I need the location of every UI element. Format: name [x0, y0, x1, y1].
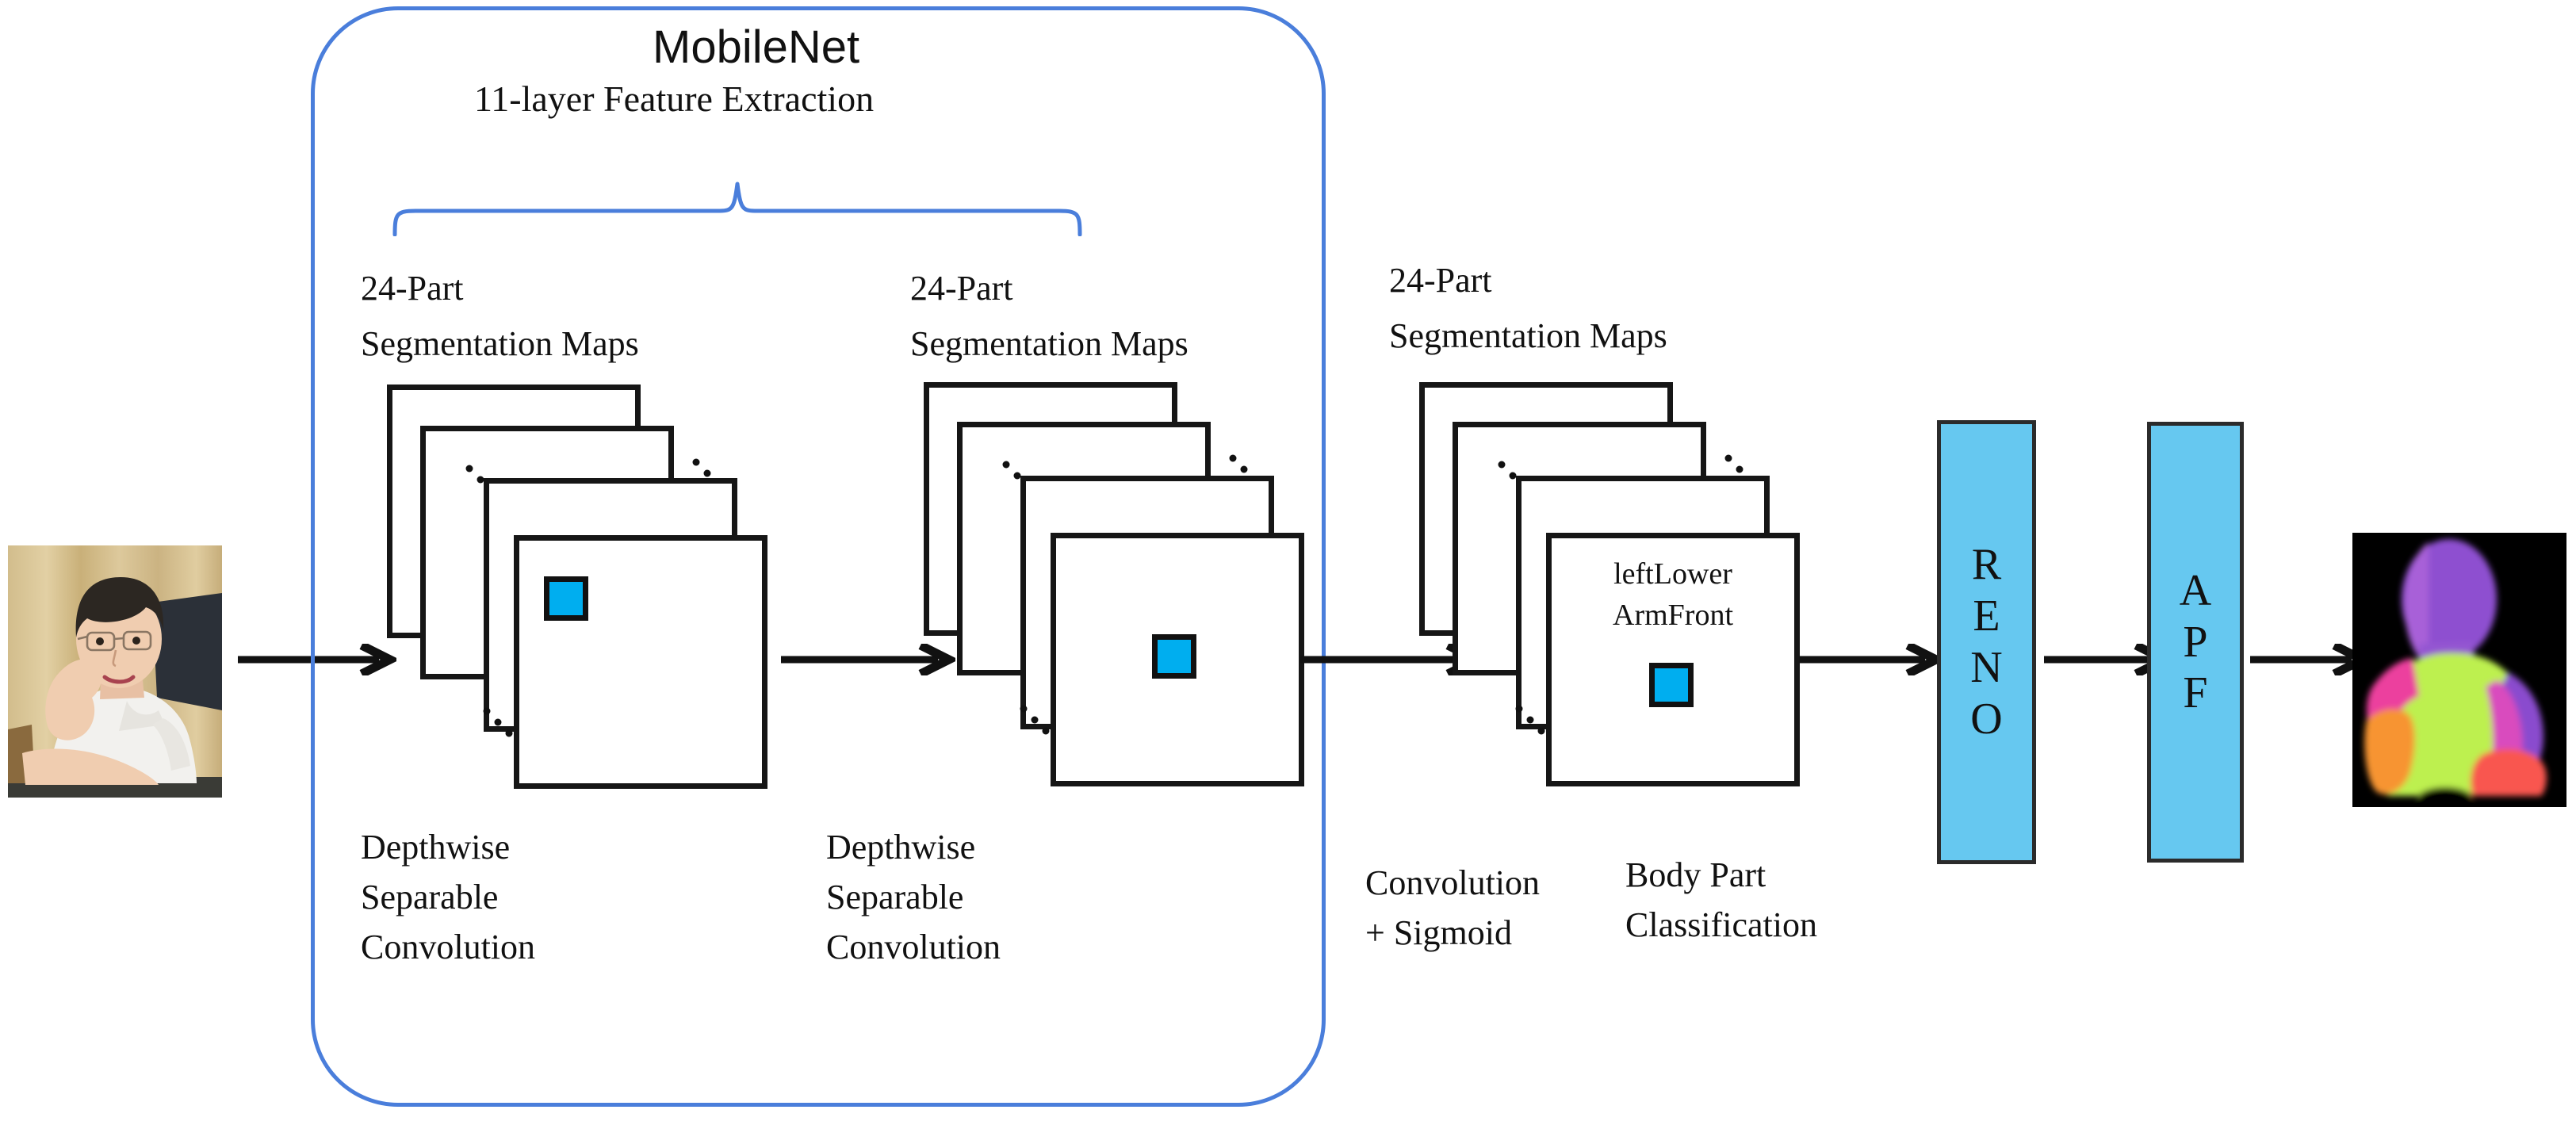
stage3-card-front: [1546, 533, 1800, 786]
stage1-map-stack: [387, 385, 767, 805]
mobilenet-container: [311, 6, 1326, 1107]
reno-letter-2: E: [1973, 591, 2000, 641]
input-photo: [8, 545, 222, 798]
stage3-caption-left-line2: + Sigmoid: [1365, 913, 1512, 952]
stage2-caption-line2: Separable: [826, 878, 964, 916]
stage3-caption-right-line1: Body Part: [1625, 855, 1766, 894]
arrow-photo-to-stage1: [238, 641, 400, 678]
mobilenet-subtitle: 11-layer Feature Extraction: [474, 78, 875, 119]
stage1-caption-line1: Depthwise: [361, 828, 511, 867]
stage1-header-line1: 24-Part: [361, 269, 464, 308]
output-segmentation-image: [2352, 533, 2566, 807]
arrow-stage1-to-stage2: [781, 641, 959, 678]
stage3-header-line2: Segmentation Maps: [1389, 316, 1667, 355]
stage1-header-line2: Segmentation Maps: [361, 324, 639, 363]
stage3-map-stack: leftLower ArmFront: [1419, 342, 1816, 786]
stage1-card-front: [514, 535, 767, 789]
stage3-caption-right-line2: Classification: [1625, 905, 1817, 944]
stage2-caption-line3: Convolution: [826, 928, 1001, 966]
reno-letter-1: R: [1971, 540, 2002, 590]
stage1-caption-line3: Convolution: [361, 928, 536, 966]
stage2-activation-marker: [1152, 634, 1196, 679]
curly-brace-icon: [381, 181, 1094, 237]
arrow-apf-to-output: [2250, 641, 2373, 678]
mobilenet-title: MobileNet: [653, 21, 860, 73]
reno-block[interactable]: R E N O: [1937, 420, 2036, 864]
stage2-header-line1: 24-Part: [910, 269, 1013, 308]
stage3-header-line1: 24-Part: [1389, 261, 1492, 300]
apf-letter-3: F: [2183, 668, 2208, 718]
arrow-stage3-to-reno: [1800, 641, 1946, 678]
stage3-activation-marker: [1649, 663, 1694, 707]
stage2-header-line2: Segmentation Maps: [910, 324, 1188, 363]
stage2-map-stack: [924, 342, 1304, 786]
stage1-caption-line2: Separable: [361, 878, 499, 916]
stage3-card-label-line1: leftLower: [1613, 557, 1732, 591]
stage1-activation-marker: [544, 576, 588, 621]
reno-letter-3: N: [1970, 643, 2003, 692]
apf-block[interactable]: A P F: [2147, 422, 2244, 863]
stage3-card-label-line2: ArmFront: [1613, 599, 1733, 632]
stage2-caption-line1: Depthwise: [826, 828, 976, 867]
apf-letter-2: P: [2183, 617, 2208, 667]
stage3-caption-left-line1: Convolution: [1365, 863, 1541, 902]
apf-letter-1: A: [2179, 565, 2212, 615]
reno-letter-4: O: [1970, 694, 2003, 744]
